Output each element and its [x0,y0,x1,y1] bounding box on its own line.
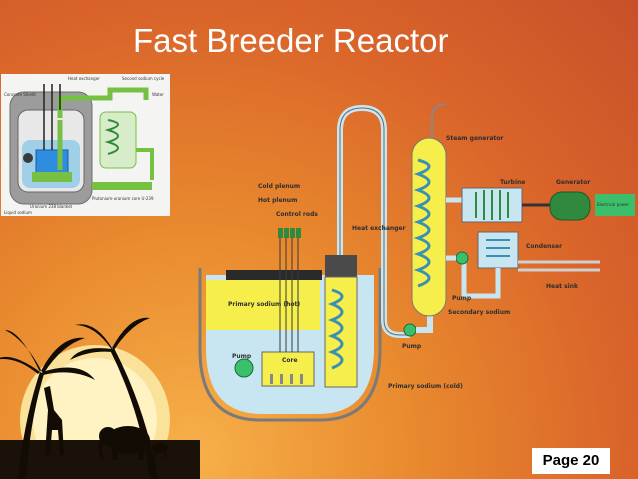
label-heat-sink: Heat sink [546,283,579,290]
small-label-liquid-sodium: Liquid sodium [4,210,32,215]
heat-exchanger-top [325,255,357,277]
control-rod-drives [278,228,301,238]
label-pump-primary: Pump [232,353,252,360]
small-control-rods [43,84,61,150]
small-label-concrete-shield: Concrete Shield [4,92,36,97]
label-control-rods: Control rods [276,211,318,218]
label-steam-generator: Steam generator [446,135,503,142]
label-cold-plenum: Cold plenum [258,183,300,190]
elephant-silhouette [98,426,150,460]
small-return-pipe [136,148,154,180]
label-electrical-power: Electrical power [597,202,629,207]
steam-outlet [431,103,447,138]
intermediate-pump-icon [403,323,417,337]
steam-generator-coil [413,158,431,288]
label-pump-intermediate: Pump [402,343,422,350]
small-label-water: Water [152,92,164,97]
small-label-second-sodium-cycle: Second sodium cycle [122,76,165,81]
small-blanket [32,172,72,182]
page-number-box: Page 20 [532,448,610,474]
heat-sink-pipes [518,260,600,272]
heat-exchanger-coil [327,288,344,370]
small-label-blanket: Uranium 238 blanket [30,204,73,209]
label-core: Core [282,357,298,364]
label-pump-secondary: Pump [452,295,472,302]
small-coil [104,119,119,155]
generator-body [549,191,591,221]
label-secondary-sodium: Secondary sodium [448,309,510,316]
label-turbine: Turbine [500,179,525,186]
condenser [477,231,519,269]
label-heat-exchanger: Heat exchanger [352,225,406,232]
giraffe-silhouette [44,386,64,455]
label-generator: Generator [556,179,590,186]
label-hot-plenum: Hot plenum [258,197,297,204]
secondary-pump-icon [455,251,469,265]
electrical-power-box [595,194,635,216]
control-rods [279,228,299,352]
condenser-tubes [486,239,510,257]
pump-return-pipe [416,310,433,333]
turbine-blades [475,190,509,220]
feedwater-pipe [461,258,501,299]
small-pump-icon [23,153,33,163]
small-animal-silhouette [152,443,168,458]
reactor-vessel-outer [198,268,382,422]
label-primary-sodium-cold: Primary sodium (cold) [388,383,463,390]
core-arrows [270,374,303,384]
small-bottom-pipe [92,182,152,190]
primary-pump-icon [234,358,254,378]
small-label-heat-exchanger: Heat exchanger [68,76,100,81]
slide-title: Fast Breeder Reactor [133,22,449,59]
label-primary-sodium-hot: Primary sodium (hot) [228,301,300,308]
primary-loop-outline [339,107,410,336]
label-condenser: Condenser [526,243,562,250]
palm-tree-left [0,330,95,479]
small-label-core: Plutonium-uranium core U-239 [92,196,154,201]
reactor-roof [226,270,322,280]
